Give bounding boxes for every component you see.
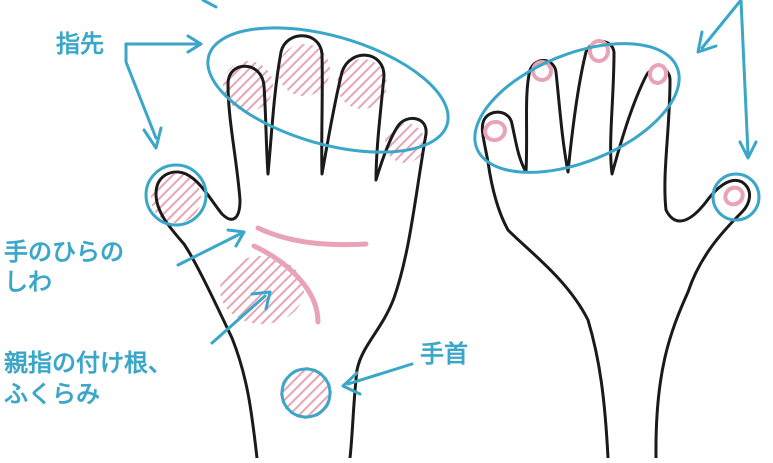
label-wrist: 手首 (420, 338, 468, 370)
arrow-fingertips-right (126, 36, 201, 52)
arrow-top-left-line (203, 0, 216, 7)
palm-crease-upper (258, 228, 366, 245)
label-thumb-base-line1: 親指の付け根、 (4, 347, 172, 379)
hatch-wrist (280, 367, 332, 419)
hatch-finger-pinky (385, 123, 425, 163)
label-palm-creases-line1: 手のひらの (4, 236, 124, 268)
arrow-top-right-split (698, 0, 756, 158)
label-thumb-base-line2: ふくらみ (4, 378, 100, 410)
label-fingertips: 指先 (56, 28, 104, 60)
arrow-fingertips-down (126, 44, 161, 148)
hatch-thumb-mound (220, 256, 304, 324)
palm-hatch-zones (151, 44, 425, 419)
nail-index (483, 119, 508, 143)
back-hand-outline (482, 42, 749, 459)
nail-pinky (648, 63, 668, 85)
label-palm-creases-line2: しわ (4, 266, 52, 298)
back-hand (482, 41, 749, 458)
arrows (126, 0, 756, 394)
palm-hand (151, 36, 426, 458)
nail-thumb (722, 184, 746, 207)
arrow-wrist (343, 364, 412, 394)
